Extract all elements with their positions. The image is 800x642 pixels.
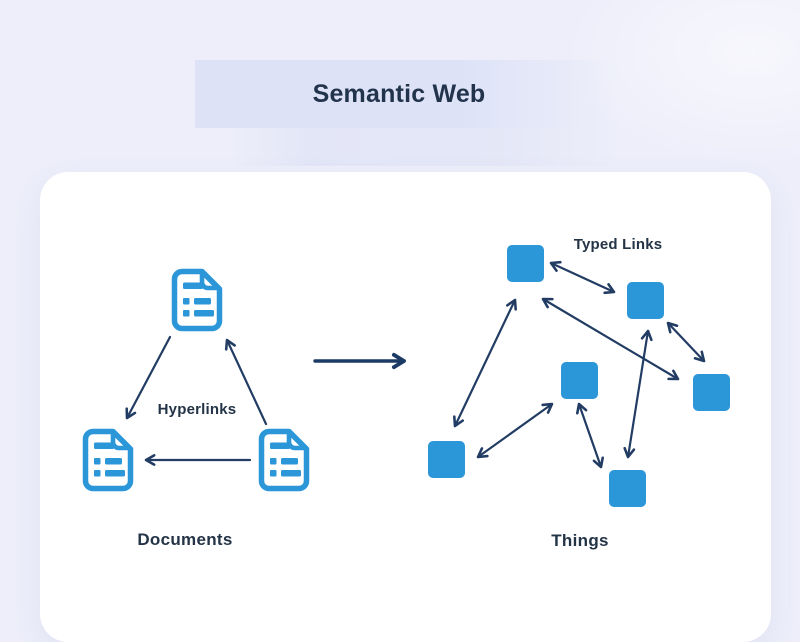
links-layer: [125, 260, 706, 469]
background: Semantic Web: [40, 0, 800, 642]
thing-node-c: [561, 362, 598, 399]
typed-link-a-e: [453, 298, 517, 428]
thing-node-b: [627, 282, 664, 319]
thing-node-f: [609, 470, 646, 507]
things-caption: Things: [551, 531, 609, 550]
thing-node-a: [507, 245, 544, 282]
typed-link-a-d: [541, 297, 680, 381]
document-icon: [258, 428, 310, 492]
typed-link-b-f: [623, 329, 653, 459]
thing-node-e: [428, 441, 465, 478]
typed-links-label: Typed Links: [573, 236, 663, 253]
thing-node-d: [693, 374, 730, 411]
hyperlink-bottomright-to-top: [224, 338, 268, 426]
typed-link-c-f: [576, 402, 604, 469]
documents-caption: Documents: [137, 530, 233, 549]
document-icon: [171, 268, 223, 332]
hyperlinks-label: Hyperlinks: [157, 401, 237, 418]
typed-link-a-b: [549, 260, 616, 295]
typed-link-b-d: [666, 321, 706, 363]
page-title: Semantic Web: [312, 79, 486, 108]
hyperlink-top-to-bottomleft: [125, 335, 172, 420]
typed-link-e-c: [476, 402, 554, 459]
document-icon: [82, 428, 134, 492]
title-band: Semantic Web: [195, 60, 615, 128]
